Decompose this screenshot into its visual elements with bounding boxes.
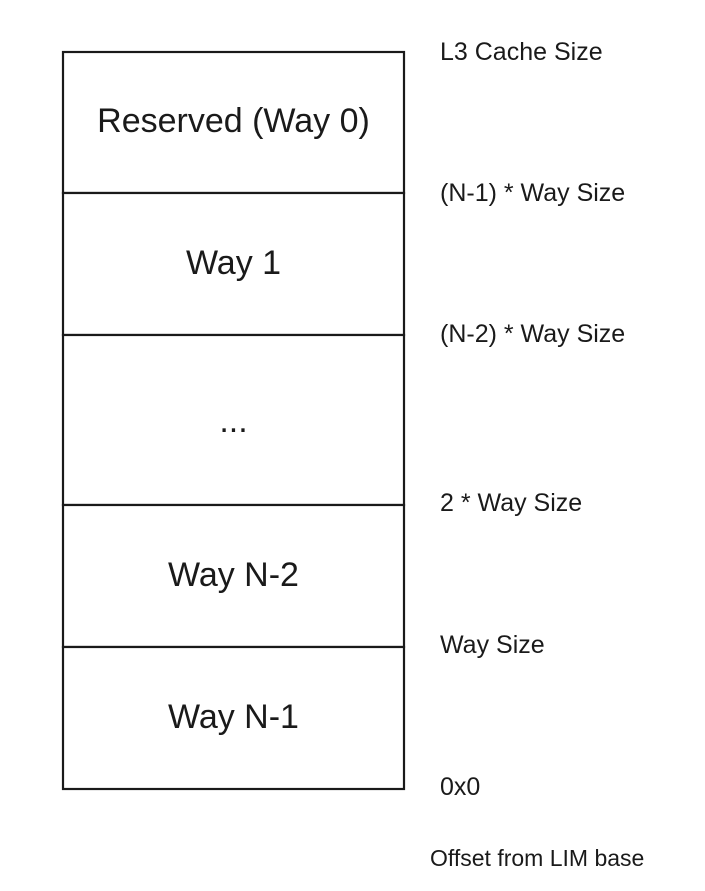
block-label-reserved-way-0: Reserved (Way 0) (97, 102, 370, 140)
axis-caption: Offset from LIM base (430, 845, 644, 871)
block-way-n-2: Way N-2 (61, 503, 406, 649)
block-ellipsis: ... (61, 333, 406, 507)
block-way-1: Way 1 (61, 191, 406, 337)
block-way-n-1: Way N-1 (61, 645, 406, 791)
block-label-way-n-2: Way N-2 (168, 556, 299, 594)
offset-label-2-way-size: 2 * Way Size (440, 489, 582, 517)
block-label-way-1: Way 1 (186, 244, 281, 282)
block-label-way-n-1: Way N-1 (168, 698, 299, 736)
block-reserved-way-0: Reserved (Way 0) (61, 50, 406, 195)
offset-label-n-minus-2-way-size: (N-2) * Way Size (440, 320, 625, 348)
offset-label-way-size: Way Size (440, 631, 545, 659)
offset-label-0x0: 0x0 (440, 773, 480, 801)
offset-label-n-minus-1-way-size: (N-1) * Way Size (440, 179, 625, 207)
block-label-ellipsis: ... (219, 402, 247, 440)
offset-label-l3-cache-size: L3 Cache Size (440, 38, 603, 66)
